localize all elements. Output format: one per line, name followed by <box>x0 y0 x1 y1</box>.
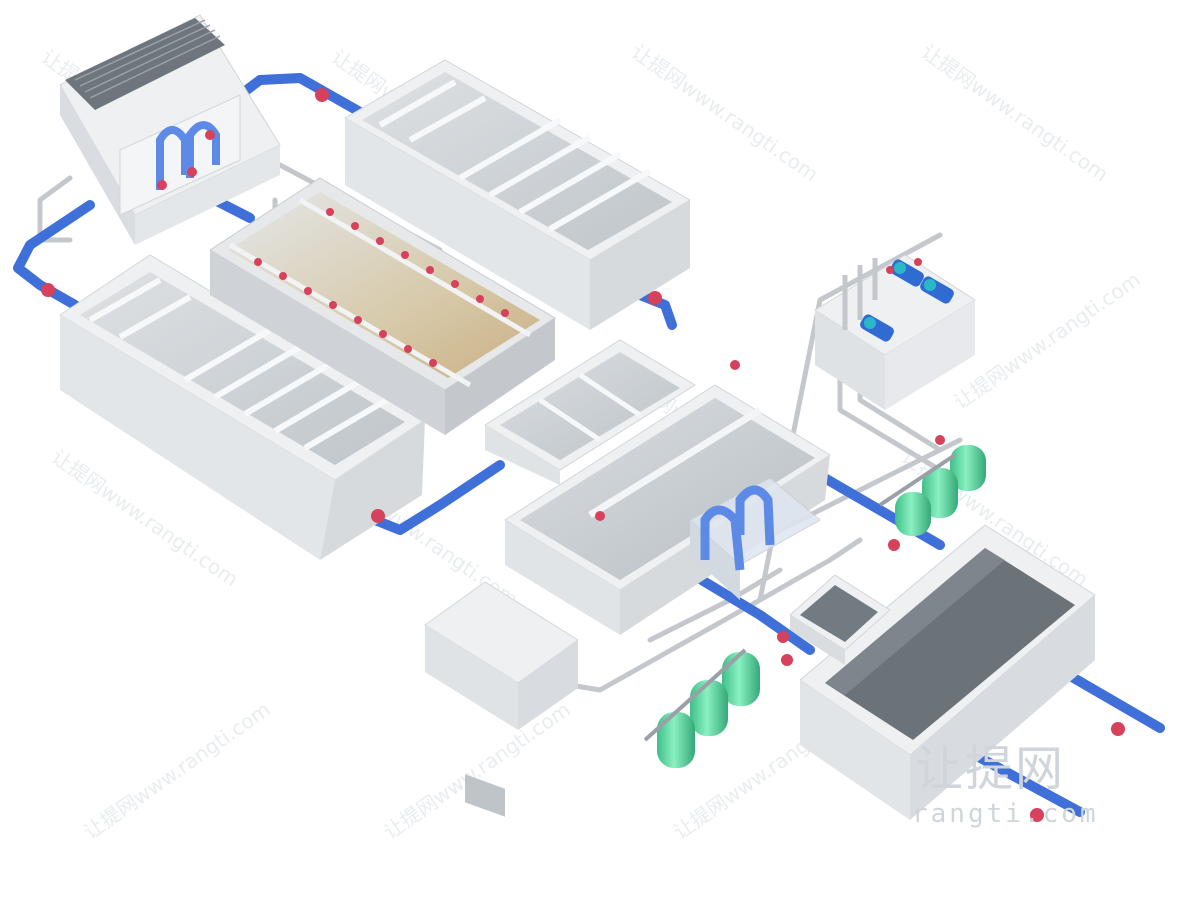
valve-icon <box>648 291 662 305</box>
valve-icon <box>595 511 605 521</box>
brand-url-text: rangti.com <box>912 799 1099 829</box>
pressure-tank-icon <box>922 468 958 518</box>
valve-manifold <box>254 208 509 367</box>
valve-icon <box>187 167 197 177</box>
blower-tank <box>59 14 281 245</box>
valve-icon <box>888 539 900 551</box>
valve-icon <box>1111 722 1125 736</box>
watermark-text: 让提网www.rangti.com <box>917 39 1113 186</box>
pressure-tank-icon <box>950 445 986 491</box>
watermark-text: 让提网www.rangti.com <box>949 267 1145 414</box>
valve-icon <box>777 631 789 643</box>
fan-grille-icon <box>65 18 225 110</box>
valve-icon <box>157 180 167 190</box>
clarifier-tank-top <box>315 59 691 330</box>
valve-icon <box>1030 808 1044 822</box>
valve-icon <box>371 509 385 523</box>
dosing-building <box>814 254 976 410</box>
sludge-tank <box>209 177 556 435</box>
watermark-text: 让提网www.rangti.com <box>379 697 575 844</box>
valve-icon <box>205 130 215 140</box>
pressure-tank-icon <box>895 492 931 536</box>
brand-logo-text: 让提网 <box>915 741 1065 797</box>
pressure-tank-icon <box>722 652 760 706</box>
pressure-tank-group-upper <box>878 435 986 551</box>
valve-icon <box>41 283 55 297</box>
valve-icon <box>781 654 793 666</box>
control-box <box>424 581 579 817</box>
pressure-tank-group-lower <box>643 631 793 768</box>
sump-basin <box>689 477 821 600</box>
valve-icon <box>935 435 945 445</box>
valve-icon <box>914 258 922 266</box>
clearwater-tank <box>799 524 1096 820</box>
valve-icon <box>886 266 894 274</box>
outlet-valves <box>1030 722 1125 822</box>
watermark-text: 让提网www.rangti.com <box>627 39 823 186</box>
valve-icon <box>315 88 329 102</box>
valve-icon <box>730 360 740 370</box>
pressure-tank-icon <box>690 680 728 736</box>
intermediate-tank <box>484 339 696 485</box>
clarifier-tank-left <box>41 254 426 560</box>
brand-watermark: 让提网 rangti.com <box>912 741 1099 829</box>
watermark-text: 让提网www.rangti.com <box>79 697 275 844</box>
pump-icon <box>860 259 954 342</box>
collection-basin <box>789 574 891 665</box>
pressure-tank-icon <box>657 712 695 768</box>
